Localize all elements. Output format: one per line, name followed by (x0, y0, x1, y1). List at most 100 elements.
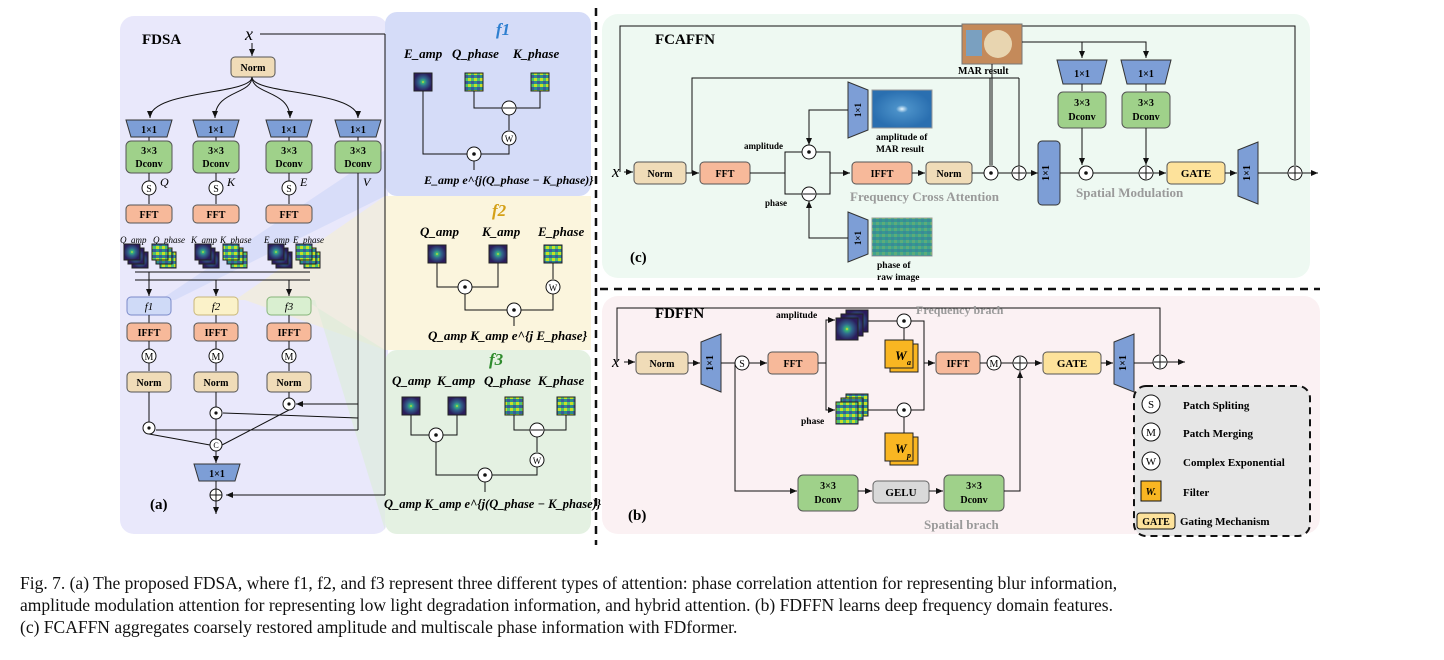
svg-text:E_phase: E_phase (537, 224, 584, 239)
svg-text:FFT: FFT (716, 169, 735, 180)
svg-text:K: K (226, 175, 236, 189)
svg-text:1×1: 1×1 (281, 125, 297, 136)
svg-text:p: p (906, 451, 911, 460)
label-a: (a) (150, 497, 168, 513)
fdsa-input-x: x (244, 24, 253, 44)
svg-text:Dconv: Dconv (344, 159, 371, 170)
svg-text:M: M (1146, 427, 1156, 439)
svg-text:f1: f1 (496, 20, 510, 39)
fdsa-norm (230, 56, 276, 78)
svg-text:Q_phase: Q_phase (484, 373, 531, 388)
label-k-phase: K_phase (219, 235, 252, 245)
filter-wa: W a (884, 339, 919, 373)
svg-text:Filter: Filter (1183, 487, 1209, 499)
svg-text:amplitude: amplitude (744, 141, 783, 151)
svg-text:W: W (1146, 456, 1157, 468)
svg-text:Norm: Norm (650, 359, 676, 370)
label-k-amp: K_amp (190, 235, 218, 245)
svg-text:1×1: 1×1 (1118, 355, 1129, 371)
svg-text:Spatial Modulation: Spatial Modulation (1076, 185, 1184, 200)
svg-text:1×1: 1×1 (141, 125, 157, 136)
fdsa-branch-k: 1×1 3×3 Dconv S K FFT (192, 119, 240, 224)
svg-text:MAR result: MAR result (876, 145, 925, 155)
svg-text:f1: f1 (145, 301, 154, 313)
svg-text:1×1: 1×1 (853, 102, 863, 117)
figure-caption: Fig. 7. (a) The proposed FDSA, where f1,… (20, 572, 1424, 638)
svg-text:IFFT: IFFT (871, 169, 894, 180)
f3-detail: f3 Q_amp K_amp Q_phase K_phase W Q_amp K… (384, 350, 602, 511)
svg-text:FFT: FFT (280, 210, 299, 221)
svg-text:M: M (990, 359, 999, 370)
svg-text:3×3: 3×3 (1074, 98, 1090, 109)
svg-text:3×3: 3×3 (281, 146, 297, 157)
svg-text:S: S (1148, 399, 1154, 411)
svg-text:3×3: 3×3 (966, 481, 982, 492)
svg-text:Norm: Norm (937, 169, 963, 180)
svg-text:1×1: 1×1 (1242, 165, 1253, 181)
svg-text:1×1: 1×1 (208, 125, 224, 136)
f2-detail: f2 Q_amp K_amp E_phase W Q_amp K_amp e^{… (420, 201, 588, 343)
svg-text:IFFT: IFFT (205, 328, 228, 339)
f2-background (385, 196, 591, 350)
label-e-phase: E_phase (292, 235, 324, 245)
svg-text:K_amp: K_amp (481, 224, 521, 239)
svg-text:S: S (213, 184, 219, 195)
svg-text:MAR result: MAR result (958, 66, 1009, 77)
svg-text:IFFT: IFFT (947, 359, 970, 370)
spectra-q (123, 243, 177, 269)
caption-line-3: (c) FCAFFN aggregates coarsely restored … (20, 617, 738, 637)
svg-text:Dconv: Dconv (135, 159, 162, 170)
svg-text:(c): (c) (630, 250, 647, 266)
spectra-k (194, 243, 248, 269)
svg-text:Q_phase: Q_phase (452, 46, 499, 61)
panel-c-fcaffn: FCAFFN x Norm FFT amplitude phase 1×1 am… (602, 14, 1318, 283)
svg-text:K_phase: K_phase (537, 373, 584, 388)
svg-text:GATE: GATE (1181, 168, 1211, 180)
svg-text:IFFT: IFFT (138, 328, 161, 339)
caption-line-2: amplitude modulation attention for repre… (20, 595, 1113, 615)
label-q-phase: Q_phase (153, 235, 185, 245)
figure-canvas: FDSA x Norm 1×1 3×3 Dconv S Q FFT (120, 8, 1320, 545)
svg-text:amplitude of: amplitude of (876, 133, 928, 143)
svg-text:3×3: 3×3 (141, 146, 157, 157)
svg-text:E: E (299, 175, 308, 189)
svg-text:Dconv: Dconv (1132, 112, 1159, 123)
svg-text:phase: phase (765, 198, 787, 208)
svg-text:S: S (286, 184, 292, 195)
f3-background (385, 350, 591, 534)
svg-text:W: W (505, 134, 514, 144)
panel-a-fdsa: FDSA x Norm 1×1 3×3 Dconv S Q FFT (120, 12, 591, 534)
svg-text:1×1: 1×1 (350, 125, 366, 136)
caption-line-1: Fig. 7. (a) The proposed FDSA, where f1,… (20, 573, 1118, 593)
svg-text:S: S (739, 359, 745, 370)
svg-text:W: W (895, 441, 908, 456)
svg-text:3×3: 3×3 (820, 481, 836, 492)
fdsa-norm-row: Norm Norm Norm (126, 371, 312, 393)
svg-text:f3: f3 (489, 350, 504, 369)
svg-text:1×1: 1×1 (1041, 165, 1052, 181)
svg-text:1×1: 1×1 (853, 230, 863, 245)
fdsa-norm-label: Norm (241, 63, 267, 74)
f1-background (385, 12, 591, 196)
fcaffn-background (602, 14, 1310, 278)
svg-text:Complex Exponential: Complex Exponential (1183, 457, 1285, 469)
svg-text:Dconv: Dconv (960, 495, 987, 506)
svg-text:x: x (611, 162, 620, 181)
label-e-amp: E_amp (263, 235, 290, 245)
svg-text:raw image: raw image (877, 273, 919, 283)
svg-text:FCAFFN: FCAFFN (655, 32, 715, 48)
svg-text:Norm: Norm (277, 378, 303, 389)
svg-text:Frequency Cross Attention: Frequency Cross Attention (850, 189, 1000, 204)
svg-text:3×3: 3×3 (350, 146, 366, 157)
f2-fan (235, 196, 385, 350)
svg-text:W.: W. (1146, 487, 1157, 498)
svg-text:f2: f2 (492, 201, 507, 220)
svg-text:Spatial brach: Spatial brach (924, 517, 1000, 532)
fdsa-branch-q: 1×1 3×3 Dconv S Q FFT (125, 119, 173, 224)
svg-text:Q_amp: Q_amp (420, 224, 460, 239)
svg-text:Dconv: Dconv (202, 159, 229, 170)
svg-text:Norm: Norm (137, 378, 163, 389)
legend: S Patch Spliting M Patch Merging W Compl… (1133, 385, 1311, 537)
fdsa-out-conv (193, 463, 241, 482)
svg-text:K_amp: K_amp (436, 373, 476, 388)
